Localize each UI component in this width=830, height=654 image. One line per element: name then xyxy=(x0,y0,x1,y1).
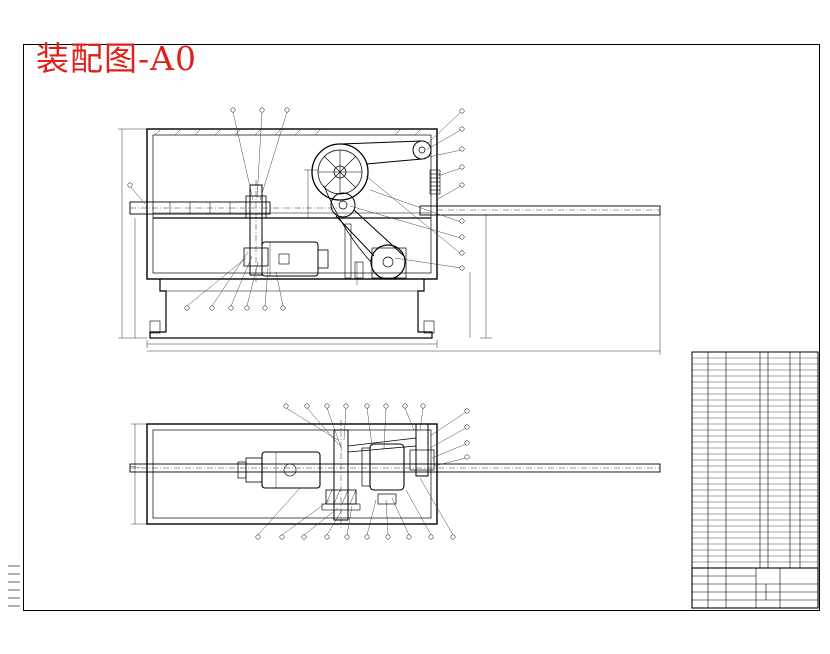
top-view xyxy=(129,420,661,528)
parts-list-rows xyxy=(692,357,818,563)
drawing-title: 装配图-A0 xyxy=(36,39,197,78)
part-balloons xyxy=(127,107,470,540)
drawing-frame xyxy=(23,44,820,611)
part-balloon-leaders xyxy=(129,111,467,536)
front-view xyxy=(118,128,661,355)
technical-notes xyxy=(668,291,818,293)
left-margin-marks xyxy=(8,565,20,607)
title-block xyxy=(691,567,819,609)
